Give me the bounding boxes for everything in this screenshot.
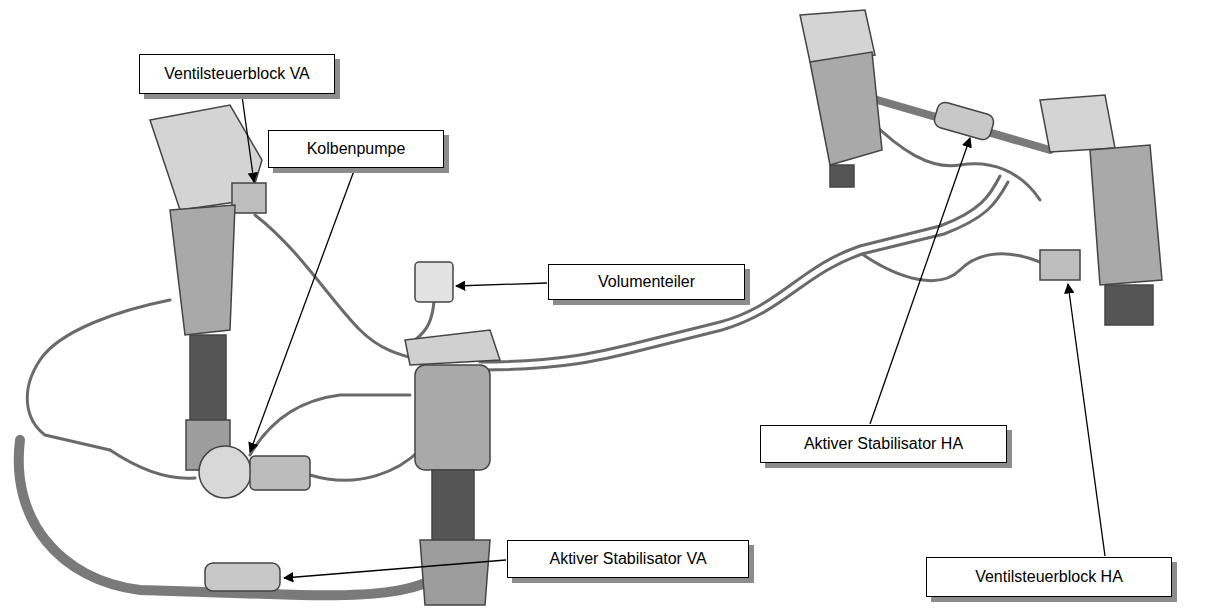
air-spring: [170, 205, 235, 335]
valve-block: [1040, 250, 1080, 280]
stabilizer-bar: [860, 95, 1050, 150]
callout-box: Kolbenpumpe: [268, 130, 444, 168]
damper: [190, 335, 226, 420]
leader-line: [456, 283, 547, 286]
stabilizer-bar: [19, 440, 440, 595]
pipe: [255, 215, 420, 360]
pipe: [415, 302, 434, 340]
strut-mount: [1040, 95, 1115, 152]
callout-box: Aktiver Stabilisator VA: [507, 540, 749, 578]
pipe: [480, 176, 1000, 362]
callout-box: Ventilsteuerblock VA: [139, 54, 335, 94]
rear-right-strut: [1040, 95, 1162, 325]
pump-body: [199, 446, 251, 498]
callout-box: Volumenteiler: [548, 264, 745, 300]
piston-pump: [199, 446, 310, 498]
air-spring: [415, 365, 490, 470]
fork: [420, 540, 490, 605]
damper: [1105, 285, 1153, 325]
stabilizer-actuator: [933, 101, 996, 142]
rear-stabilizer: [860, 95, 1050, 150]
front-left-strut: [150, 105, 266, 470]
part-label: Ventilsteuerblock VA: [164, 64, 310, 83]
callout-box: Ventilsteuerblock HA: [926, 557, 1172, 597]
damper: [432, 470, 474, 540]
leader-line: [242, 96, 254, 182]
strut-mount: [405, 330, 500, 365]
air-spring: [810, 52, 882, 165]
front-stabilizer: [19, 440, 440, 595]
part-label: Ventilsteuerblock HA: [975, 567, 1123, 586]
part-label: Aktiver Stabilisator HA: [804, 434, 963, 453]
callout-box: Aktiver Stabilisator HA: [760, 425, 1007, 463]
air-spring: [1090, 145, 1162, 285]
leader-line: [284, 560, 506, 578]
valve-block: [232, 183, 266, 213]
pipe: [110, 450, 195, 478]
stabilizer-actuator: [205, 563, 280, 591]
part-label: Volumenteiler: [598, 272, 695, 291]
pipe: [310, 450, 420, 480]
pipe: [862, 254, 1040, 281]
leader-line: [870, 138, 970, 424]
reservoir: [415, 262, 453, 302]
leader-line: [250, 168, 355, 452]
part-label: Kolbenpumpe: [307, 139, 406, 158]
leader-line: [1068, 284, 1105, 556]
rear-left-strut: [800, 10, 882, 187]
damper: [830, 165, 854, 187]
pipe: [250, 395, 410, 455]
pump-motor: [250, 456, 310, 490]
volume-divider: [415, 262, 453, 302]
pipe: [482, 182, 1008, 370]
pipe: [27, 300, 170, 450]
part-label: Aktiver Stabilisator VA: [549, 549, 706, 568]
